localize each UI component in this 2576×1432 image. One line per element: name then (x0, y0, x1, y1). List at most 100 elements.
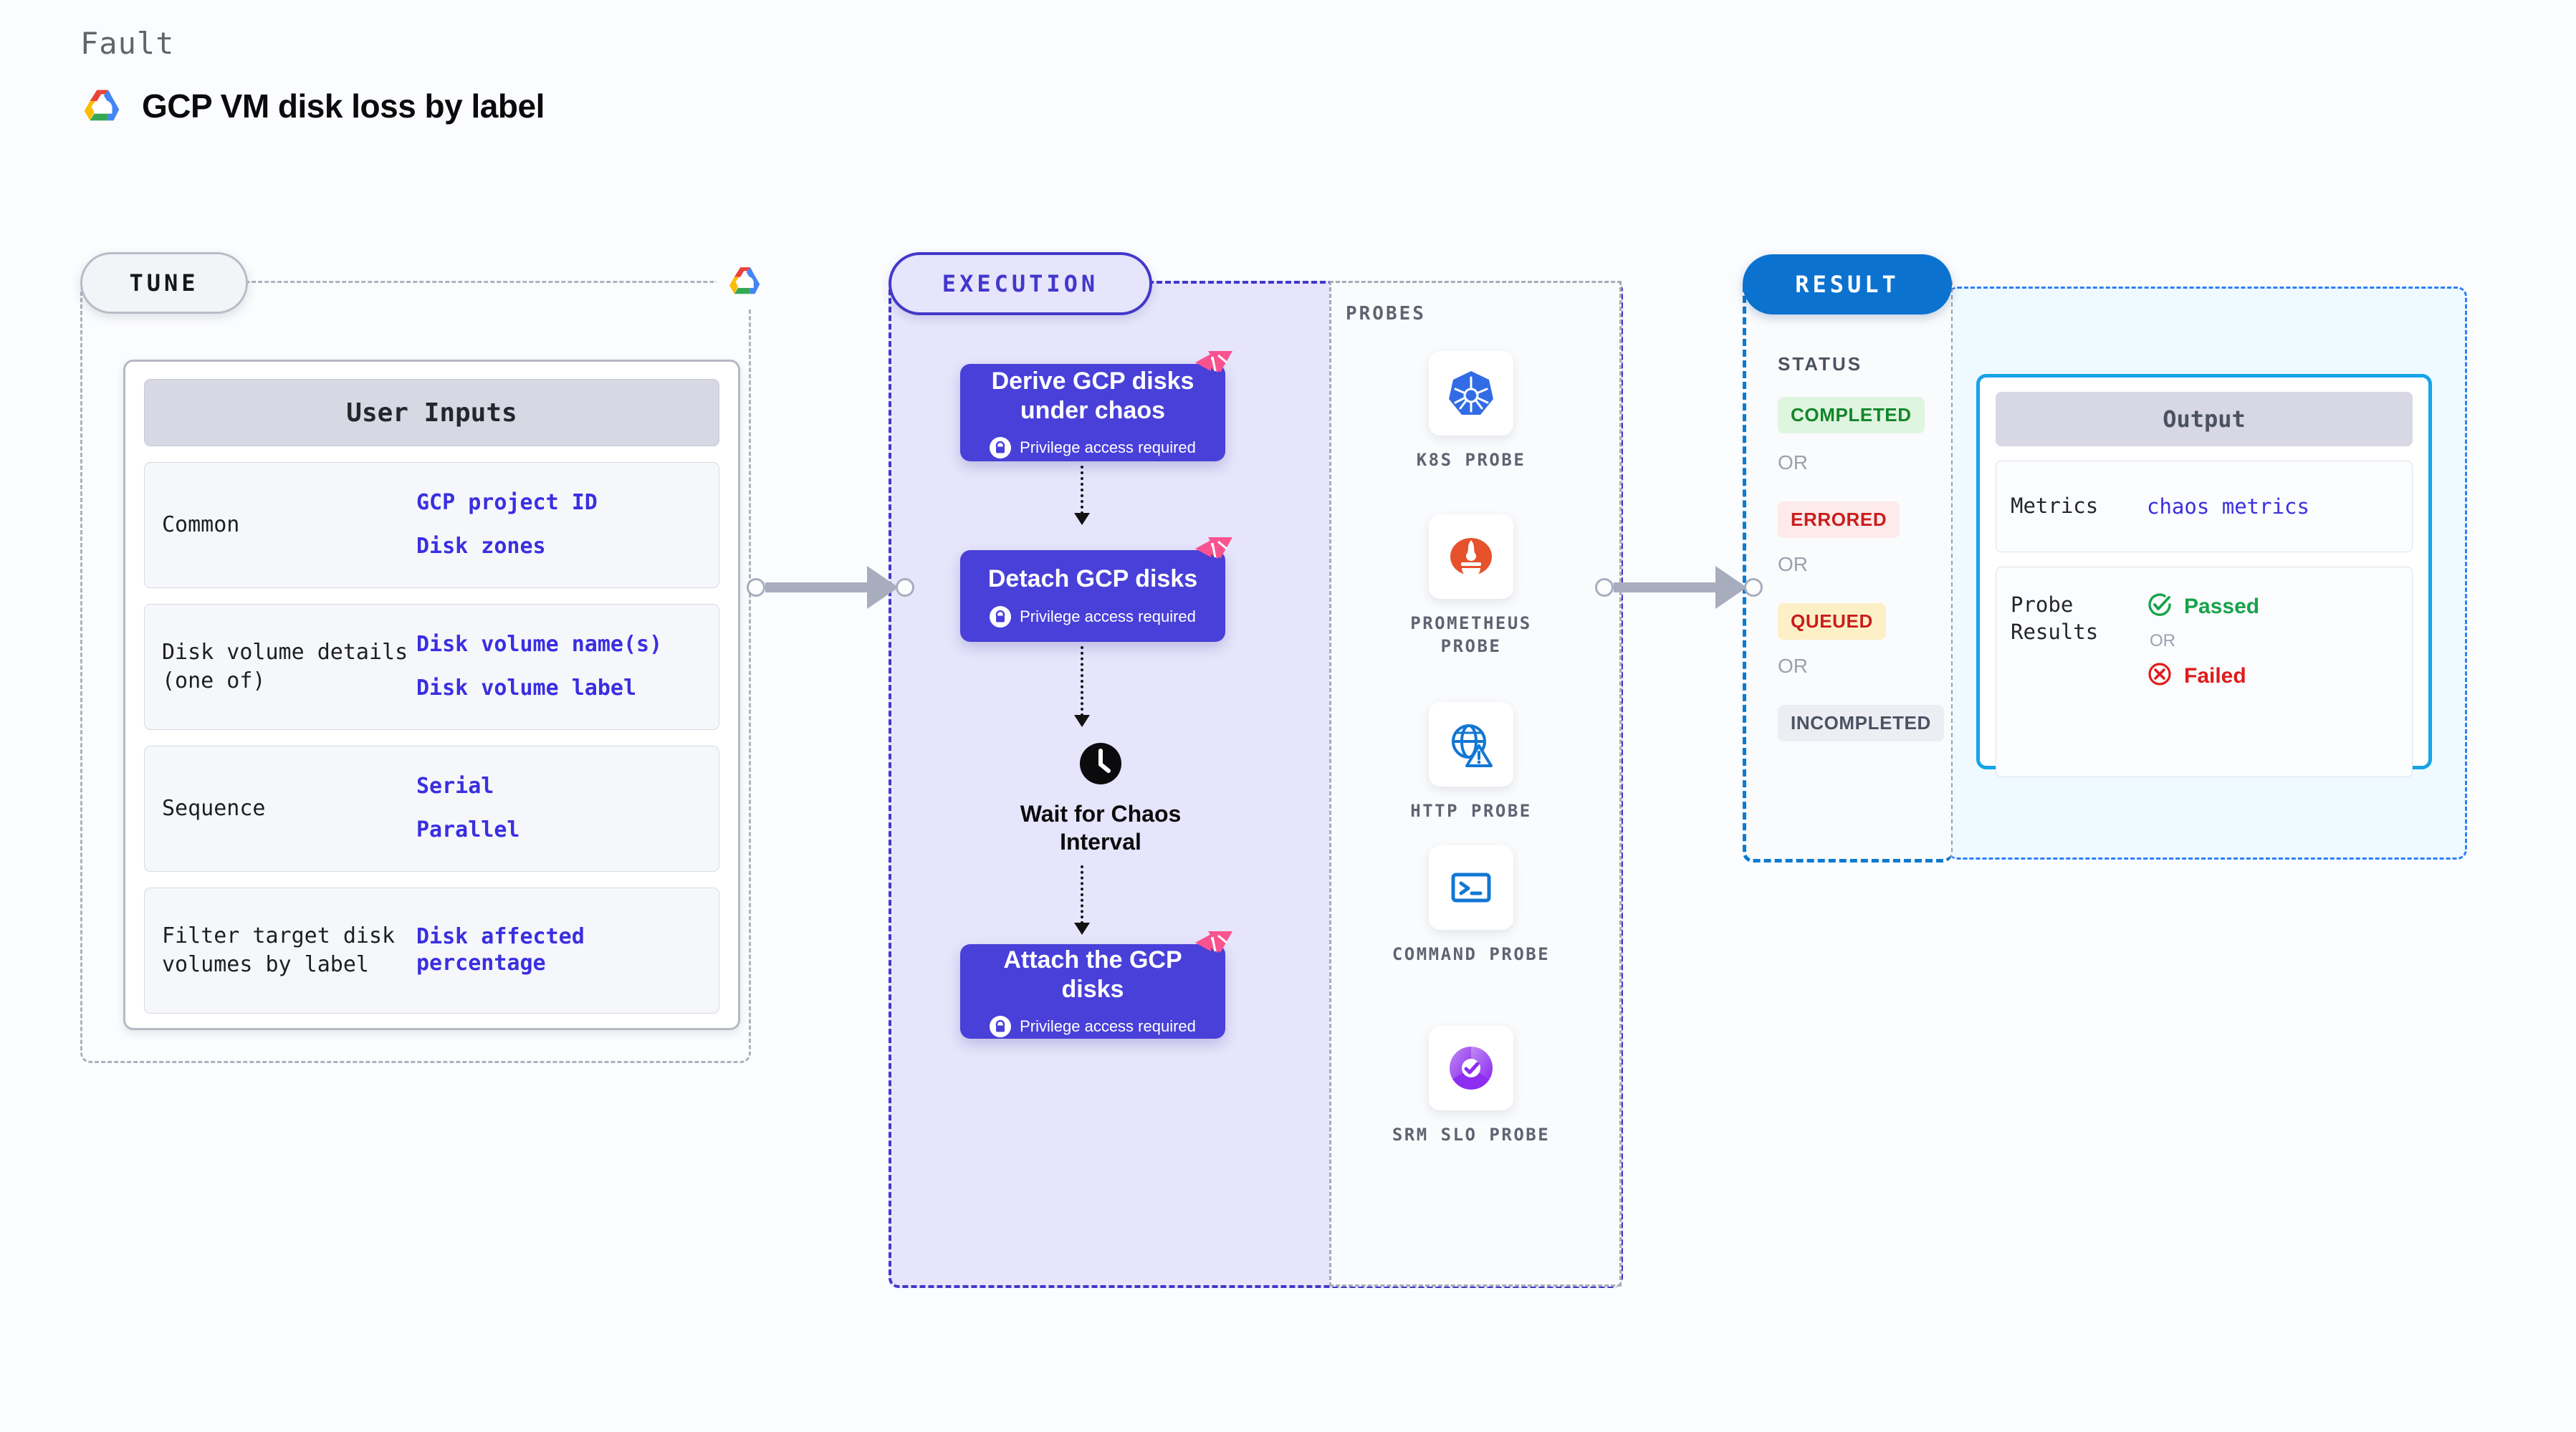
user-inputs-card: User Inputs Common GCP project ID Disk z… (123, 360, 740, 1030)
tune-row-value[interactable]: Disk volume label (416, 676, 637, 701)
lock-icon (990, 605, 1012, 628)
passed-label: Passed (2184, 594, 2260, 618)
probe-result-failed: Failed (2147, 661, 2412, 691)
tune-row-value[interactable]: GCP project ID (416, 490, 598, 516)
execution-block-detach[interactable]: Detach GCP disks Privilege access requir… (960, 537, 1232, 642)
privilege-note-text: Privilege access required (1020, 607, 1196, 625)
tune-row-value[interactable]: Disk affected percentage (416, 924, 585, 976)
failed-label: Failed (2184, 663, 2246, 688)
gcp-logo-icon (80, 85, 125, 126)
tune-stage-label: TUNE (80, 252, 248, 314)
probes-title: PROBES (1346, 303, 1426, 325)
lock-icon (990, 1016, 1012, 1038)
tune-row-sequence: Sequence Serial Parallel (144, 746, 719, 872)
page-kicker: Fault (80, 26, 175, 61)
probe-label: HTTP PROBE (1410, 801, 1532, 821)
flow-arrow (1068, 646, 1096, 731)
privilege-note: Privilege access required (990, 1016, 1196, 1038)
privilege-note-text: Privilege access required (1020, 1017, 1196, 1036)
tune-row-value[interactable]: Serial (416, 774, 494, 799)
privilege-note: Privilege access required (990, 605, 1196, 628)
execution-block-derive[interactable]: Derive GCP disks under chaos Privilege a… (960, 351, 1232, 461)
status-badge-completed: COMPLETED (1778, 397, 1925, 433)
tune-row-key: Sequence (162, 796, 266, 822)
privilege-note: Privilege access required (990, 437, 1196, 459)
connector-dot (747, 578, 765, 597)
connector-dot (1744, 578, 1763, 597)
status-or: OR (1778, 655, 1808, 677)
tune-row-disk-volume-details: Disk volume details (one of) Disk volume… (144, 604, 719, 730)
connector-dot (896, 578, 914, 597)
status-or: OR (1778, 451, 1808, 474)
execution-stage-label: EXECUTION (889, 252, 1152, 315)
harness-flag-icon (1194, 927, 1235, 963)
tune-row-value[interactable]: Parallel (416, 817, 520, 842)
connector-dot (1595, 578, 1614, 597)
x-circle-icon (2147, 661, 2173, 691)
privilege-note-text: Privilege access required (1020, 438, 1196, 457)
status-badge-queued: QUEUED (1778, 603, 1886, 640)
harness-flag-icon (1194, 347, 1235, 383)
connector-arrowhead (867, 566, 899, 609)
status-or: OR (1778, 553, 1808, 575)
user-inputs-header: User Inputs (144, 379, 719, 446)
check-circle-icon (2147, 592, 2173, 621)
tune-row-value[interactable]: Disk zones (416, 534, 546, 559)
probe-result-or: OR (2150, 631, 2175, 650)
page-title: GCP VM disk loss by label (142, 87, 545, 125)
probe-label: SRM SLO PROBE (1392, 1125, 1551, 1145)
tune-row-key: Disk volume details (one of) (162, 640, 408, 693)
tune-row-common: Common GCP project ID Disk zones (144, 462, 719, 588)
flow-arrow-head (1074, 715, 1090, 727)
status-badge-incompleted: INCOMPLETED (1778, 705, 1944, 741)
output-row-probe-results: Probe Results Passed OR (1996, 567, 2413, 777)
lock-icon (990, 437, 1012, 459)
connector-tune-to-execution (747, 566, 914, 609)
terminal-icon (1429, 845, 1513, 930)
flow-arrow-head (1074, 923, 1090, 935)
execution-block-title: Detach GCP disks (987, 565, 1198, 593)
status-badge-errored: ERRORED (1778, 501, 1900, 538)
tune-panel (80, 281, 751, 1063)
probe-item-srm-slo[interactable]: SRM SLO PROBE (1389, 1026, 1553, 1146)
execution-block-attach[interactable]: Attach the GCP disks Privilege access re… (960, 931, 1232, 1039)
page-header: Fault GCP VM disk loss by label (80, 26, 545, 126)
probe-label: K8S PROBE (1416, 450, 1526, 470)
output-title: Output (2163, 405, 2246, 433)
execution-block-title: Attach the GCP disks (1003, 946, 1182, 1003)
flow-arrow-line (1081, 466, 1083, 514)
wait-node: Wait for Chaos Interval (1020, 741, 1181, 856)
status-title: STATUS (1778, 353, 1863, 375)
connector-arrowhead (1715, 566, 1747, 609)
tune-row-key: Common (162, 512, 240, 538)
tune-row-key: Filter target disk volumes by label (162, 923, 396, 977)
connector-line (765, 582, 867, 592)
connector-line (1614, 582, 1715, 592)
connector-execution-to-result (1595, 566, 1763, 609)
output-card: Output Metrics chaos metrics Probe Resul… (1976, 374, 2432, 777)
probe-label: COMMAND PROBE (1392, 944, 1551, 964)
output-row-metrics: Metrics chaos metrics (1996, 461, 2413, 552)
flow-arrow-line (1081, 646, 1083, 716)
clock-icon (1078, 743, 1124, 789)
output-row-key: Metrics (2011, 494, 2099, 519)
flow-arrow-line (1081, 865, 1083, 924)
globe-warning-icon (1429, 702, 1513, 787)
probe-item-http[interactable]: HTTP PROBE (1389, 702, 1553, 822)
wait-node-label: Wait for Chaos Interval (1020, 801, 1182, 855)
probe-item-command[interactable]: COMMAND PROBE (1389, 845, 1553, 966)
user-inputs-title: User Inputs (346, 398, 517, 428)
flow-arrow (1068, 865, 1096, 937)
gcp-logo-icon (717, 251, 774, 308)
output-row-key: Probe Results (2011, 592, 2099, 644)
srm-slo-icon (1429, 1026, 1513, 1110)
tune-row-filter-by-label: Filter target disk volumes by label Disk… (144, 888, 719, 1014)
metrics-value[interactable]: chaos metrics (2147, 494, 2309, 519)
output-header: Output (1996, 392, 2413, 446)
tune-row-value[interactable]: Disk volume name(s) (416, 632, 663, 658)
flow-arrow-head (1074, 513, 1090, 525)
probe-item-prometheus[interactable]: PROMETHEUS PROBE (1389, 514, 1553, 658)
probe-item-k8s[interactable]: K8S PROBE (1389, 351, 1553, 471)
probe-label: PROMETHEUS PROBE (1410, 613, 1532, 657)
title-row: GCP VM disk loss by label (80, 85, 545, 126)
